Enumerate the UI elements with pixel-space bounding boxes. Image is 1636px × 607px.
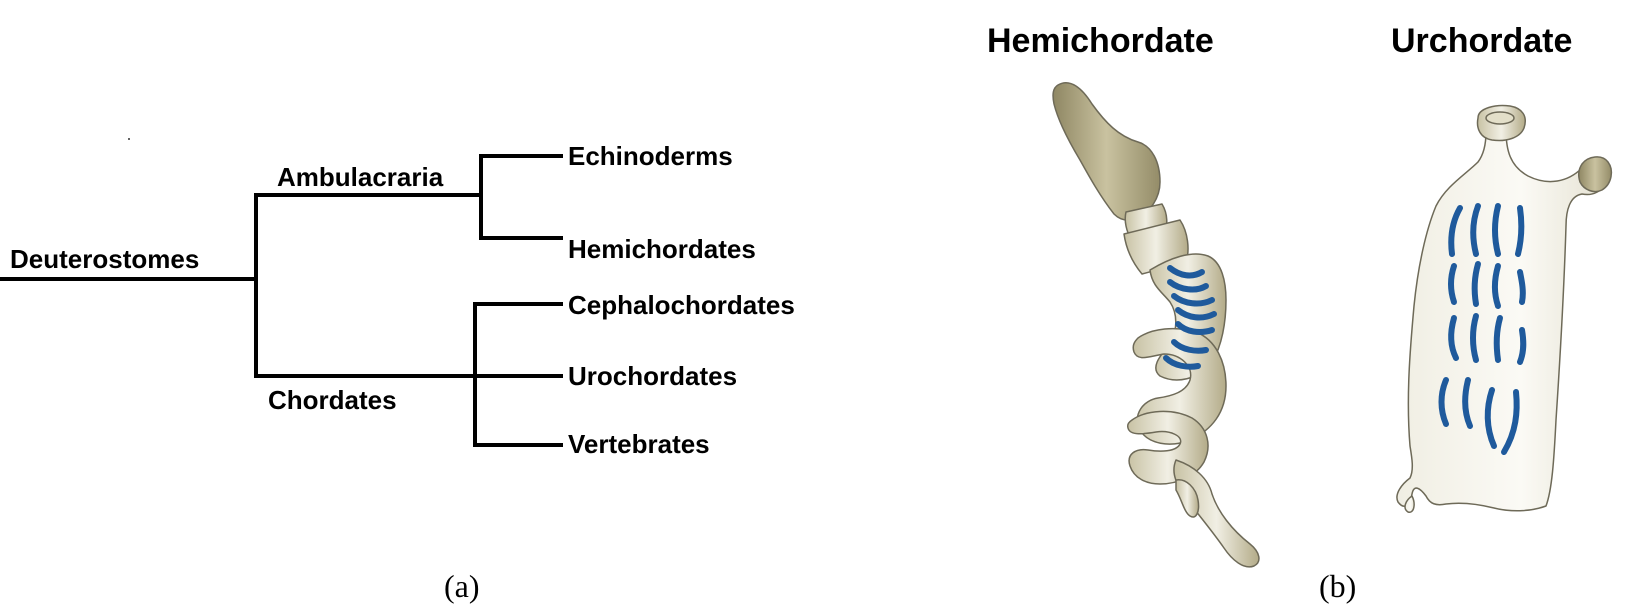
gill-slit <box>1501 389 1520 455</box>
urochordate-foot <box>1404 495 1415 513</box>
label-cephalochordates: Cephalochordates <box>568 290 795 320</box>
gill-slit <box>1171 293 1215 307</box>
gill-slit <box>1438 377 1449 427</box>
gill-slit <box>1493 315 1503 363</box>
gill-slit <box>1517 269 1526 305</box>
gill-slit <box>1163 355 1201 370</box>
label-urochordates: Urochordates <box>568 361 738 391</box>
label-vertebrates: Vertebrates <box>568 429 710 459</box>
gill-slit <box>1171 339 1209 354</box>
title-urochordate: Urchordate <box>1391 22 1573 60</box>
gill-slit <box>1167 265 1205 279</box>
hemichordate-tail-lower <box>1175 479 1200 518</box>
gill-slit <box>1515 205 1525 257</box>
gill-slit <box>1471 261 1481 307</box>
gill-slit <box>1448 315 1459 361</box>
label-chordates: Chordates <box>268 385 397 415</box>
hemichordate-proboscis <box>1052 82 1161 221</box>
urochordate-oral-opening <box>1485 111 1515 125</box>
gill-slit <box>1484 387 1497 449</box>
label-hemichordates: Hemichordates <box>568 234 756 264</box>
urochordate-gill-slits <box>1438 203 1527 455</box>
gill-slit <box>1517 327 1527 365</box>
stray-dot <box>128 138 130 140</box>
hemichordate-gill-slits <box>1163 265 1217 370</box>
label-echinoderms: Echinoderms <box>568 141 733 171</box>
caption-b: (b) <box>1319 568 1357 604</box>
urochordate-atrial-siphon <box>1577 156 1613 193</box>
title-hemichordate: Hemichordate <box>987 22 1214 60</box>
gill-slit <box>1470 313 1479 363</box>
label-ambulacraria: Ambulacraria <box>277 162 444 192</box>
gill-slit <box>1175 321 1215 335</box>
label-deuterostomes: Deuterostomes <box>10 244 200 274</box>
caption-a: (a) <box>444 568 480 604</box>
phylogenetic-tree <box>0 154 563 447</box>
hemichordate-illustration <box>1052 82 1260 568</box>
gill-slit <box>1448 205 1463 257</box>
gill-slit <box>1167 279 1209 293</box>
gill-slit <box>1492 263 1501 309</box>
gill-slit <box>1470 203 1481 257</box>
gill-slit <box>1175 307 1217 321</box>
gill-slit <box>1448 263 1457 305</box>
gill-slit <box>1462 377 1473 429</box>
gill-slit <box>1492 203 1501 257</box>
